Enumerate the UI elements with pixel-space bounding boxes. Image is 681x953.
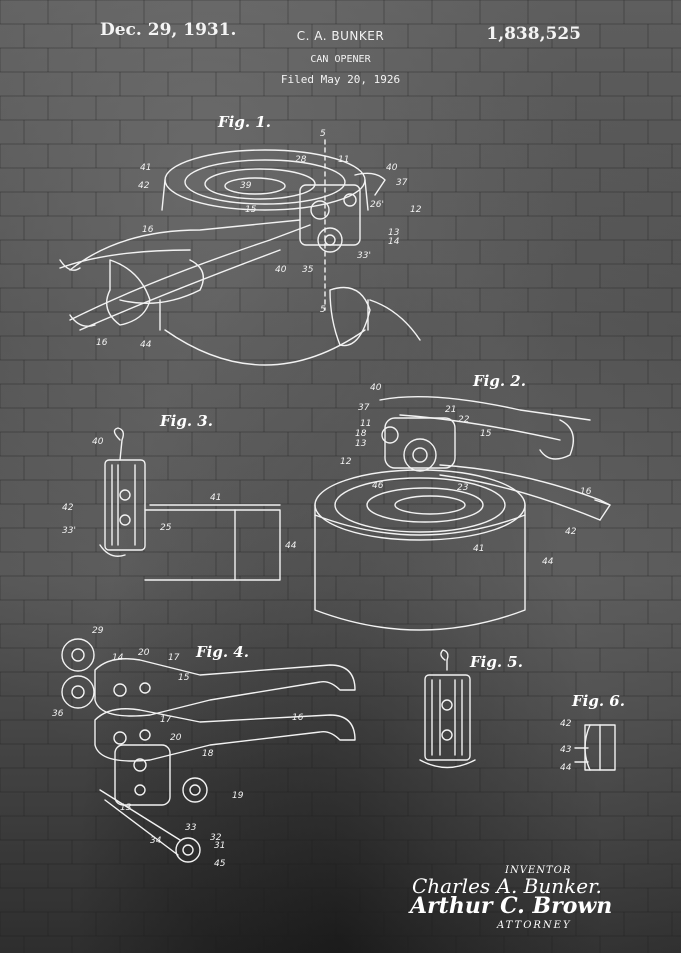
figure-4-drawing: [61, 638, 356, 863]
reference-numeral: 23: [457, 483, 469, 493]
reference-numeral: 42: [62, 503, 74, 513]
filed-date: Filed May 20, 1926: [280, 73, 401, 86]
reference-numeral: 15: [245, 205, 257, 215]
reference-numeral: 11: [338, 155, 349, 165]
inventor-header: C. A. BUNKER: [296, 29, 385, 43]
reference-numeral: 42: [565, 527, 577, 537]
reference-numeral: 20: [170, 733, 182, 743]
patent-date: Dec. 29, 1931.: [100, 20, 237, 40]
inventor-label: INVENTOR: [505, 865, 572, 876]
attorney-signature: Arthur C. Brown: [410, 893, 613, 919]
figure-3-label: Fig. 3.: [160, 412, 213, 430]
reference-numeral: 5: [320, 305, 326, 315]
reference-numeral: 12: [410, 205, 422, 215]
reference-numeral: 42: [560, 719, 572, 729]
reference-numeral: 19: [232, 791, 244, 801]
inventor-signature: Charles A. Bunker.: [412, 874, 602, 898]
reference-numeral: 41: [210, 493, 221, 503]
figure-6-label: Fig. 6.: [572, 692, 625, 710]
reference-numeral: 31: [214, 841, 225, 851]
reference-numeral: 44: [140, 340, 152, 350]
reference-numeral: 40: [370, 383, 382, 393]
reference-numeral: 35: [302, 265, 314, 275]
reference-numeral: 14: [112, 653, 124, 663]
reference-numeral: 44: [560, 763, 572, 773]
reference-numeral: 34: [150, 836, 162, 846]
reference-numeral: 16: [142, 225, 154, 235]
reference-numeral: 28: [295, 155, 307, 165]
patent-title: CAN OPENER: [310, 54, 371, 65]
figure-4-label: Fig. 4.: [196, 643, 249, 661]
reference-numeral: 16: [292, 713, 304, 723]
reference-numeral: 20: [138, 648, 150, 658]
figure-1-label: Fig. 1.: [218, 113, 271, 131]
reference-numeral: 12: [340, 457, 352, 467]
reference-numeral: 44: [542, 557, 554, 567]
reference-numeral: 41: [140, 163, 151, 173]
reference-numeral: 13: [388, 228, 400, 238]
figure-1-drawing: [59, 139, 421, 366]
reference-numeral: 43: [560, 745, 572, 755]
reference-numeral: 41: [473, 544, 484, 554]
figure-2-drawing: [314, 395, 611, 631]
reference-numeral: 37: [396, 178, 408, 188]
reference-numeral: 18: [355, 429, 367, 439]
reference-numeral: 17: [168, 653, 180, 663]
reference-numeral: 13: [120, 803, 132, 813]
reference-numeral: 18: [202, 749, 214, 759]
reference-numeral: 5: [320, 129, 326, 139]
reference-numeral: 40: [275, 265, 287, 275]
reference-numeral: 25: [160, 523, 172, 533]
figure-6-drawing: [574, 724, 616, 771]
reference-numeral: 15: [480, 429, 492, 439]
reference-numeral: 26': [370, 200, 384, 210]
reference-numeral: 40: [92, 437, 104, 447]
reference-numeral: 16: [580, 487, 592, 497]
reference-numeral: 45: [214, 859, 226, 869]
figure-5-drawing: [419, 649, 476, 769]
figure-2-label: Fig. 2.: [473, 372, 526, 390]
patent-number: 1,838,525: [486, 24, 581, 44]
reference-numeral: 40: [386, 163, 398, 173]
figure-5-label: Fig. 5.: [470, 653, 523, 671]
reference-numeral: 16: [96, 338, 108, 348]
reference-numeral: 33: [185, 823, 197, 833]
reference-numeral: 21: [445, 405, 456, 415]
reference-numeral: 17: [160, 715, 172, 725]
reference-numeral: 32: [210, 833, 222, 843]
reference-numeral: 36: [52, 709, 64, 719]
reference-numeral: 13: [355, 439, 367, 449]
reference-numeral: 42: [138, 181, 150, 191]
reference-numeral: 33': [357, 251, 371, 261]
reference-numeral: 29: [92, 626, 104, 636]
reference-numeral: 37: [358, 403, 370, 413]
figure-3-drawing: [99, 427, 281, 581]
reference-numeral: 46: [372, 481, 384, 491]
reference-numeral: 33': [62, 526, 76, 536]
reference-numeral: 15: [178, 673, 190, 683]
reference-numeral: 11: [360, 419, 371, 429]
reference-numeral: 14: [388, 237, 400, 247]
reference-numeral: 44: [285, 541, 297, 551]
reference-numeral: 22: [458, 415, 470, 425]
reference-numeral: 39: [240, 181, 252, 191]
attorney-label: ATTORNEY: [497, 920, 572, 931]
